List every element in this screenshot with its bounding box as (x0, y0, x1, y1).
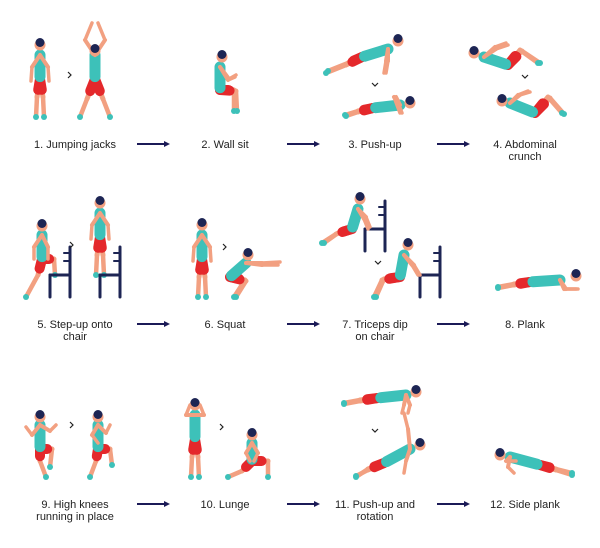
exercise-card: 9. High knees running in place (0, 365, 150, 545)
person-figure (319, 192, 372, 246)
exercise-card: 12. Side plank (450, 365, 600, 545)
person-figure (371, 238, 422, 300)
exercise-label: 12. Side plank (490, 499, 560, 511)
exercise-label: 3. Push-up (348, 139, 402, 151)
chevron-icon (521, 74, 529, 79)
abdominal-crunch-figure (468, 41, 567, 118)
exercise-card: 11. Push-up and rotation (300, 365, 450, 545)
wall-sit-figure (214, 50, 240, 114)
arrow-right-icon (437, 141, 470, 147)
arrow-right-icon (437, 501, 470, 507)
person-figure (225, 248, 282, 300)
person-figure (494, 448, 575, 478)
push-up-rotation-figure (341, 385, 426, 480)
exercise-label: 11. Push-up and rotation (335, 499, 415, 523)
exercise-label: 8. Plank (505, 319, 545, 331)
person-figure (77, 21, 113, 120)
chair-icon (418, 245, 442, 299)
person-figure (323, 34, 404, 76)
exercise-label: 6. Squat (204, 319, 246, 331)
exercise-card: 7. Triceps dip on chair (300, 185, 450, 365)
person-figure (353, 411, 426, 480)
triceps-dip-figure (319, 192, 442, 300)
exercise-label: 4. Abdominal crunch (493, 139, 557, 163)
chevron-icon (69, 241, 74, 249)
exercise-label: 10. Lunge (200, 499, 250, 511)
arrow-right-icon (137, 141, 170, 147)
chevron-icon (67, 71, 72, 79)
person-figure (496, 89, 567, 118)
chevron-icon (219, 423, 224, 431)
exercise-card: 8. Plank (450, 185, 600, 365)
exercise-card: 6. Squat (150, 185, 300, 365)
exercise-card: 10. Lunge (150, 365, 300, 545)
arrow-right-icon (137, 321, 170, 327)
person-figure (495, 269, 582, 291)
chevron-icon (371, 428, 379, 433)
lunge-figure (184, 398, 271, 480)
arrow-right-icon (287, 321, 320, 327)
person-figure (184, 398, 206, 480)
person-figure (225, 428, 271, 480)
chair-icon (98, 245, 122, 299)
person-figure (29, 38, 51, 120)
exercise-card: 3. Push-up (300, 5, 450, 185)
person-figure (23, 219, 58, 300)
person-figure (214, 50, 240, 114)
arrow-right-icon (287, 141, 320, 147)
chevron-icon (374, 260, 382, 265)
exercise-card: 1. Jumping jacks (0, 5, 150, 185)
exercise-card: 5. Step-up onto chair (0, 185, 150, 365)
exercise-label: 5. Step-up onto chair (37, 319, 113, 343)
person-figure (191, 218, 213, 300)
exercise-card: 4. Abdominal crunch (450, 5, 600, 185)
person-figure (342, 95, 416, 119)
step-up-figure (23, 196, 122, 300)
push-up-figure (323, 34, 416, 119)
jumping-jacks-figure (29, 21, 113, 120)
chevron-icon (222, 243, 227, 251)
plank-figure (495, 269, 582, 291)
arrow-right-icon (287, 501, 320, 507)
person-figure (87, 410, 115, 480)
exercise-label: 9. High knees running in place (36, 499, 114, 523)
person-figure (341, 385, 422, 415)
high-knees-figure (24, 410, 115, 480)
side-plank-figure (494, 448, 575, 478)
exercise-label: 2. Wall sit (201, 139, 249, 151)
person-figure (89, 196, 111, 278)
arrow-right-icon (137, 501, 170, 507)
chevron-icon (371, 82, 379, 87)
chevron-icon (69, 421, 74, 429)
exercise-card: 2. Wall sit (150, 5, 300, 185)
person-figure (468, 41, 543, 70)
squat-figure (191, 218, 282, 300)
person-figure (24, 410, 58, 480)
arrow-right-icon (437, 321, 470, 327)
exercise-label: 1. Jumping jacks (34, 139, 116, 151)
chair-icon (48, 245, 72, 299)
exercise-label: 7. Triceps dip on chair (342, 319, 408, 343)
